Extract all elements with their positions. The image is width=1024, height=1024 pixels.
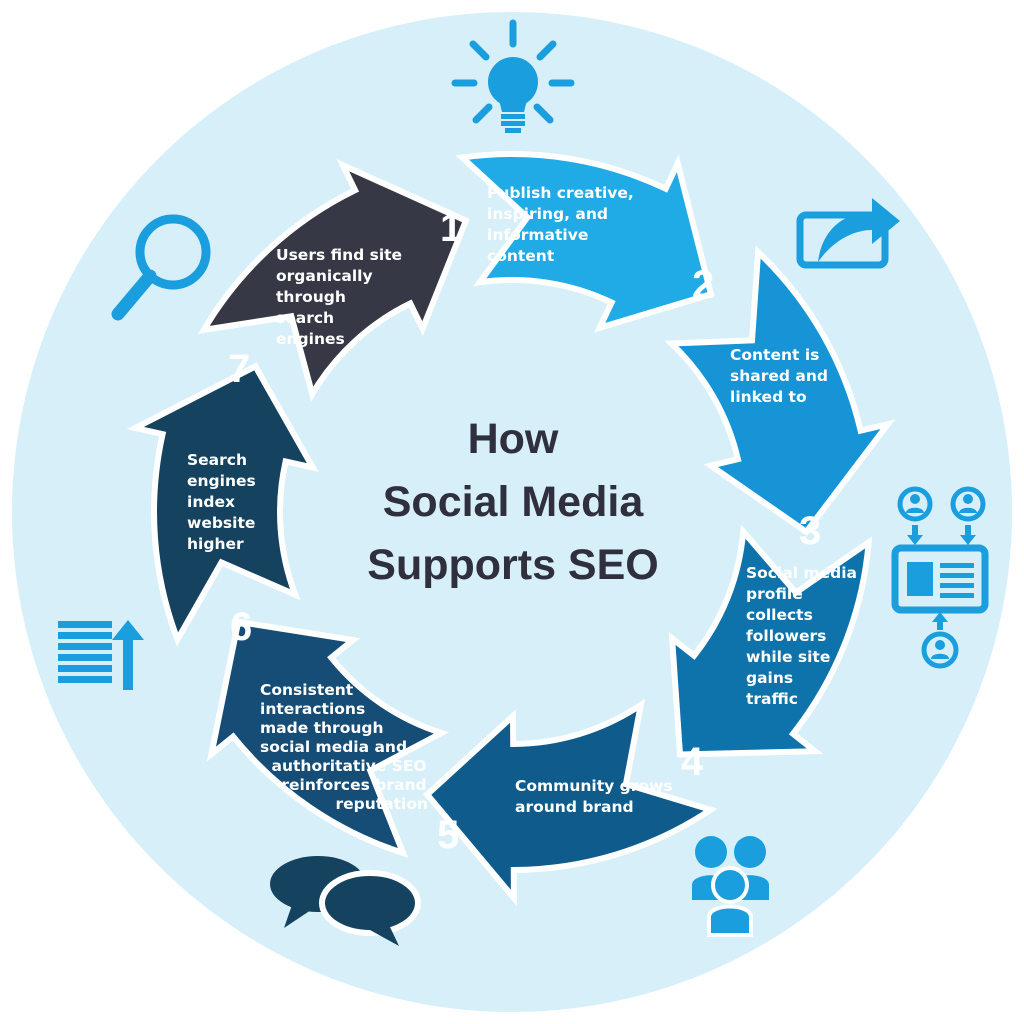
step-label: Publish creative, inspiring, and informa… <box>487 184 639 265</box>
step-label-line: Community grows <box>515 777 673 795</box>
step-label-line: shared and <box>730 367 828 385</box>
step-label-line: higher <box>187 535 244 553</box>
step-number: 4 <box>681 740 704 784</box>
step-label-line: around brand <box>515 798 634 816</box>
step-number: 7 <box>228 347 250 391</box>
step-6: 6 Search engines index website higher <box>187 451 261 649</box>
cycle-arrows <box>126 151 896 907</box>
step-label-line: content <box>487 247 555 265</box>
step-3: 3 Social media profile collects follower… <box>746 509 862 708</box>
step-label-line: traffic <box>746 690 798 708</box>
step-label: Consistent interactions made through soc… <box>260 681 432 813</box>
step-label: Social media profile collects followers … <box>746 564 862 708</box>
step-label-line: gains <box>746 669 793 687</box>
step-label-line: Consistent <box>260 681 354 699</box>
step-label-line: Search <box>187 451 247 469</box>
step-label-line: social media and <box>260 738 407 756</box>
step-number: 3 <box>799 509 821 553</box>
title-line-1: How <box>468 415 559 463</box>
title-line-3: Supports SEO <box>367 541 658 589</box>
step-number: 2 <box>692 263 714 307</box>
step-3-arrow <box>668 524 873 758</box>
step-label-line: Content is <box>730 346 819 364</box>
step-label-line: Social media <box>746 564 857 582</box>
followers-profile-icon <box>891 486 989 669</box>
step-label-line: followers <box>746 627 826 645</box>
step-label-line: interactions <box>260 700 365 718</box>
step-1: 1 Publish creative, inspiring, and infor… <box>440 184 639 265</box>
step-label-line: inspiring, and <box>487 205 608 223</box>
step-label-line: through <box>276 288 346 306</box>
chat-bubbles-icon <box>270 856 421 946</box>
step-label-line: engines <box>276 330 345 348</box>
step-7-arrow <box>197 158 470 402</box>
step-2-arrow <box>664 245 896 536</box>
step-4-arrow <box>423 698 718 907</box>
step-label-line: authoritative SEO <box>272 757 427 775</box>
step-label-line: reinforces brand <box>281 776 426 794</box>
share-icon <box>796 198 900 269</box>
step-label-line: reputation <box>335 795 428 813</box>
group-icon <box>692 836 769 937</box>
title-line-2: Social Media <box>383 478 645 526</box>
step-1-arrow <box>455 151 715 333</box>
step-number: 1 <box>440 206 462 250</box>
step-label-line: informative <box>487 226 588 244</box>
step-label-line: profile <box>746 585 803 603</box>
step-label-line: Publish creative, <box>487 184 634 202</box>
step-label-line: engines <box>187 472 256 490</box>
step-label-line: search <box>276 309 334 327</box>
step-label: Community grows around brand <box>515 777 678 816</box>
step-label-line: organically <box>276 267 373 285</box>
step-label-line: while site <box>746 648 830 666</box>
step-4: 4 Community grows around brand <box>515 740 704 816</box>
step-number: 5 <box>437 813 459 857</box>
step-label-line: made through <box>260 719 384 737</box>
step-label: Content is shared and linked to <box>730 346 833 406</box>
step-label-line: website <box>187 514 255 532</box>
page-title: How Social Media Supports SEO <box>367 415 658 589</box>
lightbulb-icon <box>451 19 575 133</box>
step-6-arrow <box>126 362 319 647</box>
step-label-line: index <box>187 493 235 511</box>
step-number: 6 <box>230 605 252 649</box>
step-5: 5 Consistent interactions made through s… <box>260 681 459 857</box>
step-label-line: collects <box>746 606 813 624</box>
step-label-line: linked to <box>730 388 807 406</box>
step-label: Search engines index website higher <box>187 451 261 553</box>
magnifier-icon <box>111 214 211 321</box>
step-7: 7 Users find site organically through se… <box>228 246 407 391</box>
step-label-line: Users find site <box>276 246 402 264</box>
ranking-up-icon <box>58 616 148 692</box>
step-5-arrow <box>206 618 450 858</box>
step-2: 2 Content is shared and linked to <box>692 263 833 406</box>
step-label: Users find site organically through sear… <box>276 246 407 348</box>
